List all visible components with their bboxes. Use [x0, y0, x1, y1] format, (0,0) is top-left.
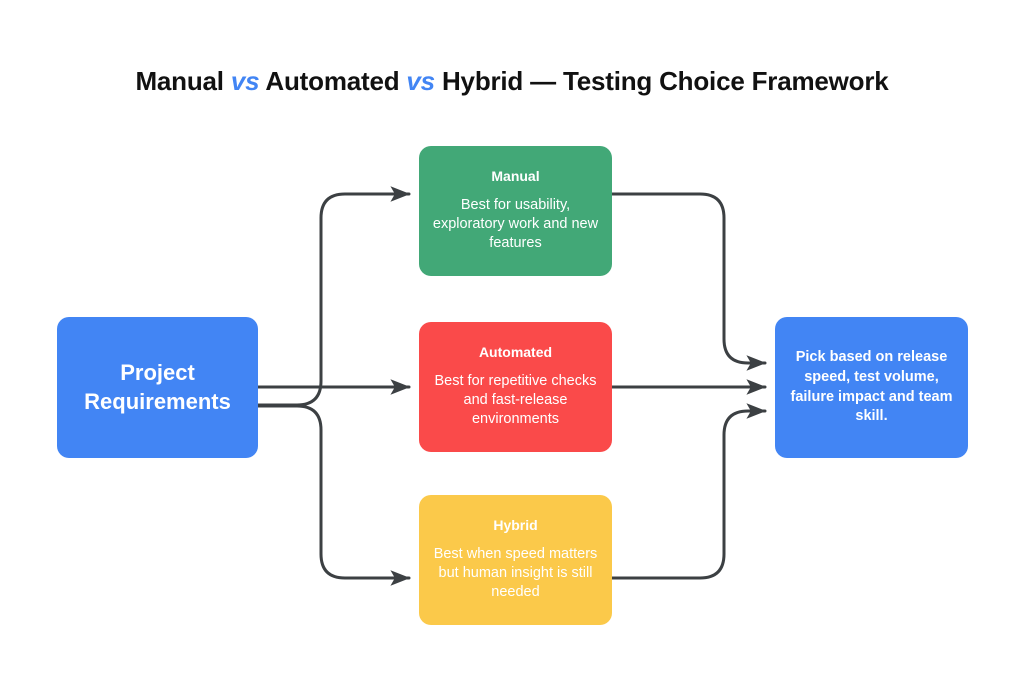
node-manual-title: Manual — [491, 168, 540, 185]
title-vs-1: vs — [230, 66, 260, 96]
node-automated-description: Best for repetitive checks and fast-rele… — [434, 372, 597, 428]
node-outcome-description: Pick based on release speed, test volume… — [790, 349, 953, 425]
node-project-requirements-title-line1: Project — [120, 359, 195, 385]
title-part-2: Automated — [259, 66, 407, 96]
node-project-requirements-title: Project Requirements — [84, 359, 231, 416]
node-hybrid-description: Best when speed matters but human insigh… — [433, 545, 598, 601]
title-part-3: Hybrid — Testing Choice Framework — [434, 66, 889, 96]
edge-hybrid-to-outcome — [610, 403, 767, 580]
edge-source-to-hybrid — [256, 404, 411, 586]
title-part-1: Manual — [135, 66, 231, 96]
node-automated-title: Automated — [478, 344, 553, 361]
node-manual-description: Best for usability, exploratory work and… — [432, 196, 599, 252]
node-outcome[interactable]: Pick based on release speed, test volume… — [775, 317, 968, 458]
edge-manual-to-outcome — [610, 192, 767, 371]
page-title: Manual vs Automated vs Hybrid — Testing … — [0, 66, 1024, 97]
node-project-requirements[interactable]: Project Requirements — [57, 317, 258, 458]
node-automated[interactable]: Automated Best for repetitive checks and… — [419, 322, 612, 452]
title-vs-2: vs — [406, 66, 435, 96]
edge-source-to-manual — [256, 186, 411, 407]
node-hybrid-title: Hybrid — [493, 517, 538, 534]
node-manual[interactable]: Manual Best for usability, exploratory w… — [419, 146, 612, 276]
node-hybrid[interactable]: Hybrid Best when speed matters but human… — [419, 495, 612, 625]
node-project-requirements-title-line2: Requirements — [84, 388, 231, 414]
